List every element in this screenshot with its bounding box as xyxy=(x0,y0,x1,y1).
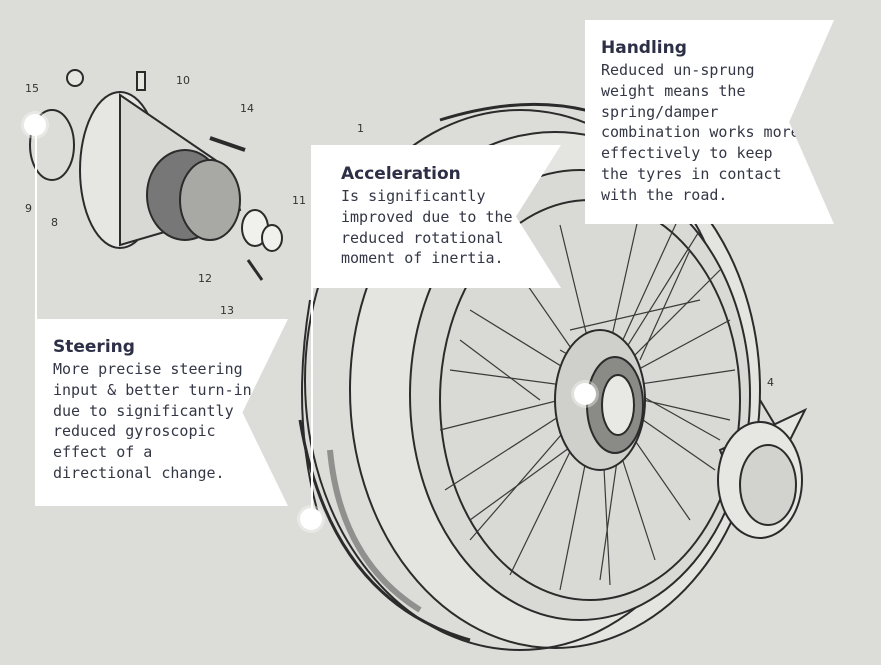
part-number-15: 15 xyxy=(25,82,39,95)
acceleration-body: Is significantly improved due to the red… xyxy=(341,187,513,268)
part-number-14: 14 xyxy=(240,102,254,115)
part-number-13: 13 xyxy=(220,304,234,317)
part-number-12: 12 xyxy=(198,272,212,285)
steering-body: More precise steering input & better tur… xyxy=(53,360,252,482)
handling-title: Handling xyxy=(601,38,687,58)
wheel-hub xyxy=(554,329,646,471)
steering-leader-line xyxy=(35,125,37,320)
part-number-4: 4 xyxy=(767,376,774,389)
handling-marker[interactable] xyxy=(574,383,596,405)
steering-marker[interactable] xyxy=(24,114,46,136)
acceleration-leader-line xyxy=(311,288,313,518)
spinner-cap xyxy=(717,399,808,539)
handling-body: Reduced un-sprung weight means the sprin… xyxy=(601,61,800,204)
acceleration-marker[interactable] xyxy=(300,508,322,530)
acceleration-title: Acceleration xyxy=(341,164,461,184)
exploded-hub-parts xyxy=(29,69,283,281)
part-numbers: 1 4 8 9 10 11 12 13 14 15 xyxy=(25,74,774,389)
part-number-9: 9 xyxy=(25,202,32,215)
steering-title: Steering xyxy=(53,337,135,357)
part-number-1: 1 xyxy=(357,122,364,135)
part-number-10: 10 xyxy=(176,74,190,87)
part-number-8: 8 xyxy=(51,216,58,229)
part-number-11: 11 xyxy=(292,194,306,207)
